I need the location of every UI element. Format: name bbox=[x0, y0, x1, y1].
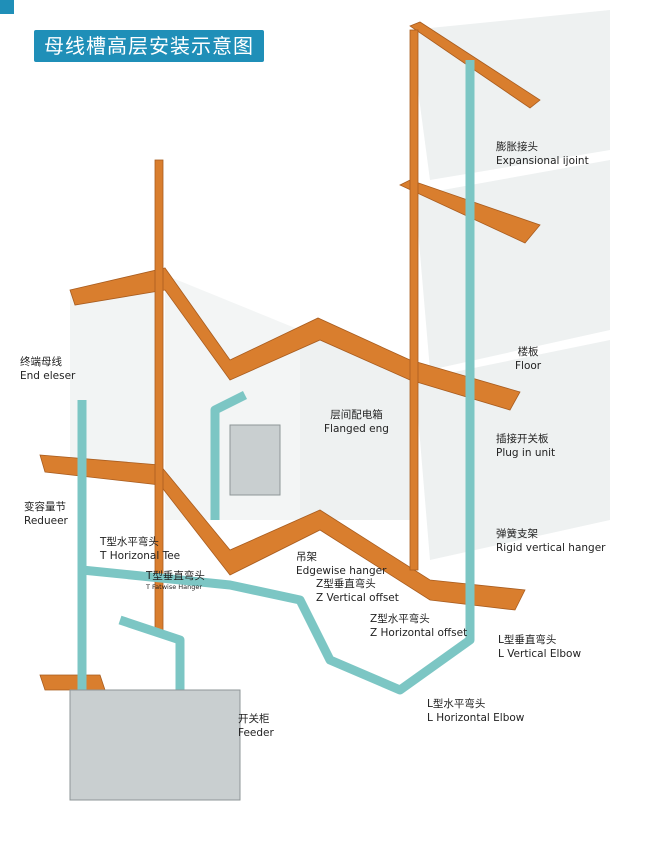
slab-bottom bbox=[39, 674, 106, 691]
wall-left-back bbox=[70, 275, 160, 470]
wall-right-room bbox=[300, 330, 410, 520]
floor-distribution-box bbox=[229, 424, 281, 496]
slab-mid bbox=[69, 267, 521, 411]
horizontal-run bbox=[81, 565, 475, 695]
column-right bbox=[409, 29, 419, 571]
corner-tag bbox=[0, 0, 14, 14]
slab-top bbox=[409, 21, 541, 109]
cabinets bbox=[69, 424, 281, 801]
page-title: 母线槽高层安装示意图 bbox=[34, 30, 264, 62]
feeder-cabinet bbox=[69, 689, 241, 801]
room-run bbox=[210, 390, 248, 520]
